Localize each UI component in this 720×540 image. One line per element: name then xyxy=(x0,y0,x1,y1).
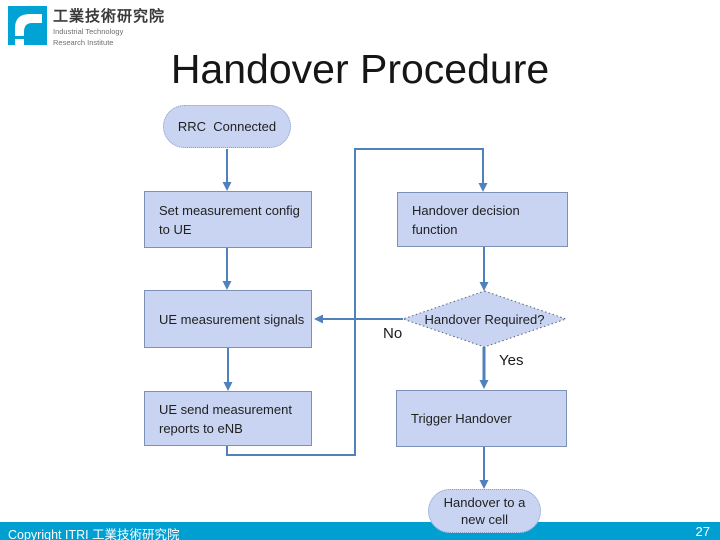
flow-node-start: RRC Connected xyxy=(163,105,291,148)
flow-node-set-config: Set measurement config to UE xyxy=(144,191,312,248)
footer-bar: Copyright ITRI 工業技術研究院 27 xyxy=(0,522,720,540)
flow-node-trigger-handover: Trigger Handover xyxy=(396,390,567,447)
flow-node-ue-signals: UE measurement signals xyxy=(144,290,312,348)
logo-name-en-line2: Research Institute xyxy=(53,38,114,47)
flow-node-ue-reports: UE send measurement reports to eNB xyxy=(144,391,312,446)
itri-logo-text: 工業技術研究院 Industrial Technology Research I… xyxy=(53,6,165,47)
edge-label-no: No xyxy=(383,325,403,342)
itri-logo-icon xyxy=(8,6,47,45)
flow-node-handover-required: Handover Required? xyxy=(424,311,545,327)
logo-name-zh: 工業技術研究院 xyxy=(53,8,166,25)
logo-name-en-line1: Industrial Technology xyxy=(53,27,124,36)
itri-logo: 工業技術研究院 Industrial Technology Research I… xyxy=(8,6,165,47)
decision-diamond-shape xyxy=(401,290,568,348)
edge-label-yes: Yes xyxy=(499,352,524,369)
page-title: Handover Procedure xyxy=(170,46,550,92)
page-number: 27 xyxy=(695,524,710,539)
flow-node-decision-function: Handover decision function xyxy=(397,192,568,247)
copyright-text: Copyright ITRI 工業技術研究院 xyxy=(8,528,180,540)
flow-node-end: Handover to a new cell xyxy=(428,489,541,533)
